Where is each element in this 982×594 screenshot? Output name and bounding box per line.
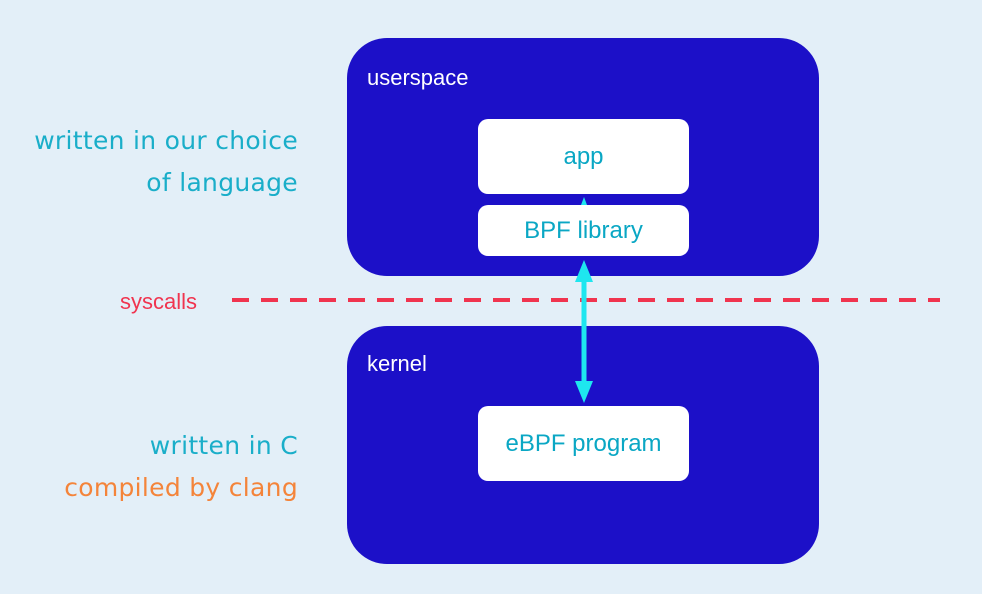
bpf-library-box: BPF library [478,205,689,256]
ebpf-program-box: eBPF program [478,406,689,481]
userspace-note-line1: written in our choice [34,126,298,155]
kernel-note-line1: written in C [149,431,298,460]
userspace-note: written in our choice of language [0,120,298,204]
userspace-note-line2: of language [146,168,298,197]
syscall-arrow-down-head [575,381,593,403]
kernel-note-line2: compiled by clang [64,473,298,502]
userspace-label: userspace [367,65,469,90]
kernel-note: written in C compiled by clang [0,425,298,509]
syscalls-label: syscalls [120,289,198,314]
syscall-arrow-up-head [575,260,593,282]
app-library-connector [581,197,587,205]
kernel-label: kernel [367,351,427,376]
app-box: app [478,119,689,194]
